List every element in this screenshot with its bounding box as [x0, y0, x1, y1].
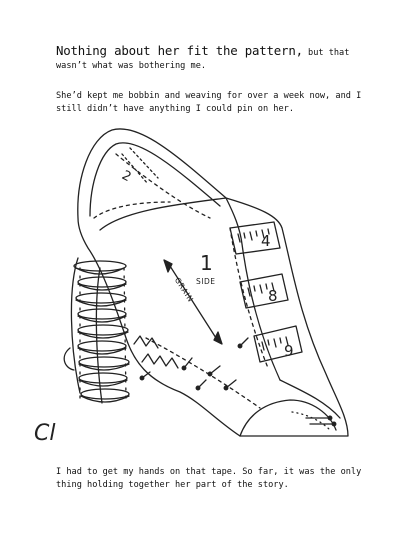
- zigzag-seam: [141, 353, 179, 369]
- spool: [73, 260, 130, 403]
- story-paragraph-3: I had to get my hands on that tape. So f…: [56, 467, 362, 490]
- grain-arrow: GRAIN: [163, 259, 223, 345]
- pattern-piece-label: 1 SIDE: [196, 251, 216, 286]
- shoe-sewing-illustration: 2 1 SIDE GRAIN 4 8 9: [34, 128, 349, 446]
- thread-strand: [70, 257, 81, 394]
- tape-number: 9: [284, 342, 294, 360]
- pins: [139, 337, 337, 427]
- artist-signature: Cl: [34, 421, 55, 446]
- thread-strand: [63, 347, 75, 371]
- tape-strap: [229, 221, 281, 255]
- grain-label: GRAIN: [173, 276, 196, 304]
- story-paragraph-1: Nothing about her fit the pattern, but t…: [56, 44, 376, 73]
- stitch-line: [145, 337, 261, 409]
- measuring-tape: 4 8 9: [229, 221, 303, 363]
- tape-strap: [239, 273, 289, 309]
- pattern-number: 1: [200, 251, 213, 275]
- story-paragraph-1-rest: but that wasn’t what was bothering me.: [56, 48, 350, 71]
- tape-strap: [253, 325, 303, 363]
- story-paragraph-2: She’d kept me bobbin and weaving for ove…: [56, 91, 362, 114]
- thread-strand: [95, 267, 103, 404]
- tape-number: 4: [261, 232, 271, 250]
- spool-heel: [63, 257, 130, 404]
- story-lead-sentence: Nothing about her fit the pattern,: [56, 43, 303, 58]
- zigzag-seam: [133, 335, 159, 349]
- heel-pattern-number: 2: [119, 168, 133, 185]
- stitch-line: [93, 201, 171, 219]
- stitch-line: [229, 227, 269, 369]
- tape-number: 8: [268, 287, 278, 305]
- stitch-line: [115, 153, 211, 219]
- shoe-outline: [77, 128, 349, 437]
- pattern-side-label: SIDE: [196, 277, 216, 286]
